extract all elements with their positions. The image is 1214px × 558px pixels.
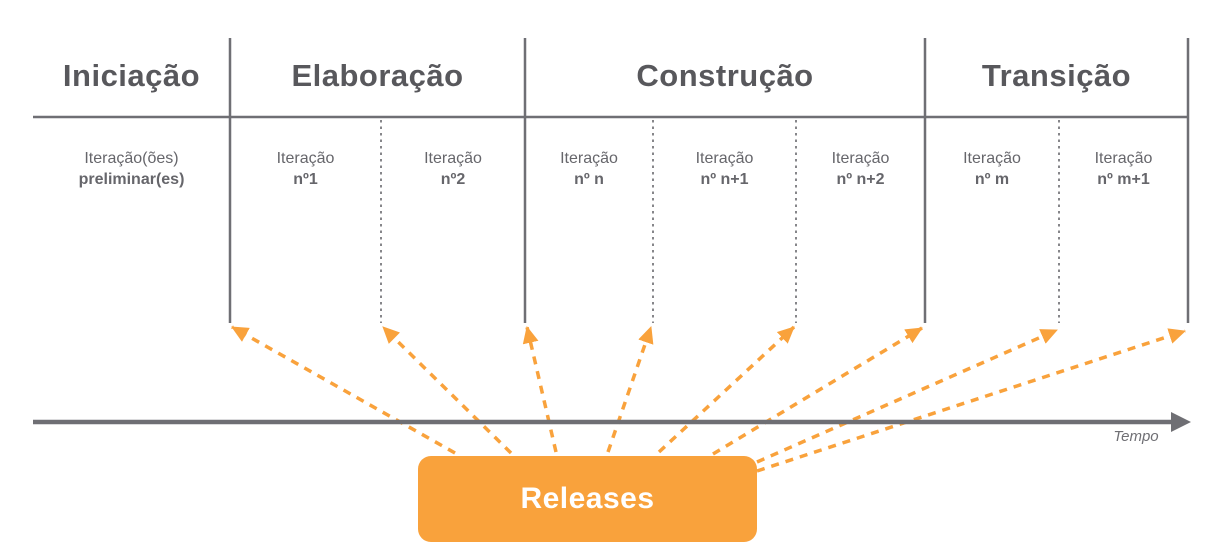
iteration-label-3: Iteração nº2 (381, 148, 525, 190)
release-arrow-5 (657, 325, 796, 454)
release-arrow-4 (606, 326, 654, 453)
phase-title-iniciacao: Iniciação (62, 58, 201, 93)
tempo-axis-arrowhead (1171, 412, 1191, 432)
iteration-label-line2: nº n+2 (836, 171, 885, 188)
iteration-label-line1: Iteração (963, 150, 1021, 167)
release-arrow-6 (712, 326, 923, 456)
iteration-label-line2: nº2 (440, 171, 466, 188)
iteration-label-line1: Iteração (831, 150, 890, 167)
iteration-label-6: Iteração nº n+2 (796, 148, 925, 190)
releases-box: Releases (418, 456, 757, 542)
iteration-label-7: Iteração nº m (925, 148, 1059, 190)
iteration-label-line1: Iteração(ões) (84, 150, 179, 167)
iteration-label-line2: nº m+1 (1097, 171, 1150, 188)
phase-title-construcao: Construção (636, 58, 814, 93)
iteration-label-line1: Iteração (560, 150, 618, 167)
release-arrow-1 (231, 325, 456, 455)
release-arrow-3 (522, 326, 558, 453)
iteration-label-line2: nº m (974, 171, 1010, 188)
iteration-label-line1: Iteração (276, 150, 335, 167)
release-arrow-8 (756, 328, 1186, 473)
iteration-label-5: Iteração nº n+1 (653, 148, 796, 190)
iteration-label-line2: preliminar(es) (78, 171, 185, 188)
iteration-label-line1: Iteração (1094, 150, 1153, 167)
release-arrow-7 (756, 328, 1058, 464)
iteration-label-line2: nº1 (293, 171, 318, 188)
iteration-label-1: Iteração(ões) preliminar(es) (33, 148, 230, 190)
iteration-label-2: Iteração nº1 (230, 148, 381, 190)
iteration-label-line2: nº n+1 (700, 171, 749, 188)
iteration-label-4: Iteração nº n (525, 148, 653, 190)
phase-title-elaboracao: Elaboração (291, 58, 464, 93)
iteration-label-line1: Iteração (695, 150, 754, 167)
release-arrow-2 (381, 325, 513, 455)
phase-title-transicao: Transição (981, 58, 1132, 93)
iteration-label-line1: Iteração (424, 150, 482, 167)
iteration-label-line2: nº n (574, 171, 604, 188)
tempo-axis-label: Tempo (1113, 428, 1159, 445)
releases-box-label: Releases (520, 482, 655, 515)
iteration-label-8: Iteração nº m+1 (1059, 148, 1188, 190)
